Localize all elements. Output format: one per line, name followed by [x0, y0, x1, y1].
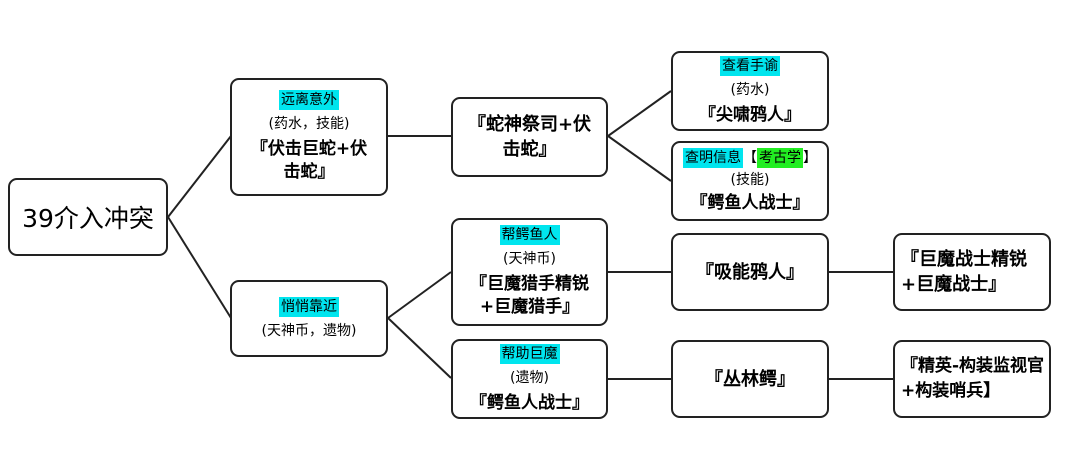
branch-b-cost: (天神币，遗物) [261, 322, 357, 339]
final-construct-label: 『精英-构装监视官+构装哨兵】 [901, 356, 1045, 401]
branch-b-choice: 悄悄靠近 [279, 296, 339, 317]
help-croc-choice: 帮鳄鱼人 [499, 225, 560, 245]
help-troll-result: 『鳄鱼人战士』 [470, 392, 589, 413]
help-croc-cost: (天神币) [503, 251, 556, 267]
connector-root-branch-a [167, 135, 232, 218]
connector-snake-check-hand [607, 90, 672, 137]
snake-label: 『蛇神祭司+伏击蛇』 [467, 114, 592, 160]
connector-branch-b-help-troll [387, 317, 452, 379]
check-info-bracket-open: 【 [743, 150, 757, 166]
root-node: 39介入冲突 [8, 178, 168, 256]
check-hand-choice: 查看手谕 [720, 55, 780, 76]
root-label: 39介入冲突 [22, 204, 154, 233]
check-info-bracket-close: 】 [803, 150, 817, 166]
help-troll-cost: (遗物) [510, 369, 549, 386]
energy-node: 『吸能鸦人』 [671, 233, 829, 311]
check-hand-result: 『尖啸鸦人』 [699, 104, 801, 125]
check-info-skill: 考古学 [757, 148, 803, 168]
final-troll-node: 『巨魔战士精锐+巨魔战士』 [893, 233, 1051, 311]
check-info-cost: (技能) [730, 172, 770, 188]
check-info-choice: 查明信息 [683, 148, 743, 168]
check-info-node: 查明信息【考古学】 (技能) 『鳄鱼人战士』 [671, 141, 829, 221]
final-construct-node: 『精英-构装监视官+构装哨兵】 [893, 340, 1051, 418]
branch-a-choice: 远离意外 [279, 90, 339, 110]
final-troll-label: 『巨魔战士精锐+巨魔战士』 [901, 249, 1027, 295]
jungle-node: 『丛林鳄』 [671, 340, 829, 418]
connector-branch-b-help-croc [387, 271, 452, 319]
energy-label: 『吸能鸦人』 [696, 261, 804, 283]
jungle-label: 『丛林鳄』 [705, 368, 795, 390]
check-hand-cost: (药水) [730, 81, 770, 98]
help-troll-choice: 帮助巨魔 [499, 343, 560, 364]
help-croc-node: 帮鳄鱼人 (天神币) 『巨魔猎手精锐+巨魔猎手』 [451, 218, 608, 326]
branch-a-node: 远离意外 (药水，技能) 『伏击巨蛇+伏击蛇』 [230, 78, 388, 196]
check-info-title: 查明信息【考古学】 [683, 147, 817, 168]
branch-a-result: 『伏击巨蛇+伏击蛇』 [250, 139, 368, 182]
check-info-result: 『鳄鱼人战士』 [690, 193, 810, 213]
connector-snake-check-info [607, 135, 672, 182]
help-troll-node: 帮助巨魔 (遗物) 『鳄鱼人战士』 [451, 339, 608, 419]
connector-root-branch-b [167, 216, 232, 319]
branch-a-cost: (药水，技能) [268, 116, 350, 132]
snake-node: 『蛇神祭司+伏击蛇』 [451, 97, 608, 177]
help-croc-result: 『巨魔猎手精锐+巨魔猎手』 [470, 274, 589, 317]
branch-b-node: 悄悄靠近 (天神币，遗物) [230, 280, 388, 357]
check-hand-node: 查看手谕 (药水) 『尖啸鸦人』 [671, 51, 829, 131]
